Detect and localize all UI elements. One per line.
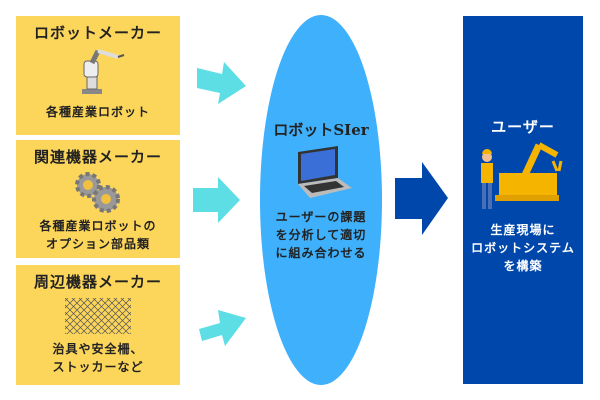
arrow-sier-to-user [395, 162, 448, 235]
supplier-box-peripheral-equipment: 周辺機器メーカー 治具や安全柵、ストッカーなど [16, 265, 180, 385]
robot-sier-ellipse: ロボットSIer ユーザーの課題を分析して適切に組み合わせる [260, 15, 382, 385]
arrow-supplier2-to-sier [193, 177, 240, 223]
supplier-title: ロボットメーカー [33, 24, 162, 42]
laptop-icon [298, 146, 352, 198]
sier-title: ロボットSIer [273, 121, 369, 139]
fence-mesh-icon [65, 298, 131, 334]
supplier-title: 周辺機器メーカー [33, 273, 162, 291]
gears-icon [75, 172, 120, 213]
supplier-desc: 治具や安全柵、ストッカーなど [52, 342, 144, 374]
worker-robot-icon [481, 142, 563, 209]
arrow-supplier1-to-sier [197, 62, 246, 104]
supplier-title: 関連機器メーカー [33, 148, 162, 166]
supplier-box-related-equipment: 関連機器メーカー 各種産業ロボットのオプション部品類 [16, 140, 180, 258]
sier-desc: ユーザーの課題を分析して適切に組み合わせる [275, 210, 367, 260]
user-desc: 生産現場にロボットシステムを構築 [471, 223, 575, 273]
supplier-desc: 各種産業ロボットのオプション部品類 [39, 219, 157, 251]
user-title: ユーザー [491, 118, 555, 136]
user-panel: ユーザー 生産現場にロボットシステムを構築 [463, 16, 583, 384]
supplier-desc: 各種産業ロボット [45, 105, 150, 119]
supplier-box-robot-maker: ロボットメーカー 各種産業ロボット [16, 16, 180, 135]
robot-arm-icon [82, 49, 125, 94]
arrow-supplier3-to-sier [199, 310, 246, 346]
